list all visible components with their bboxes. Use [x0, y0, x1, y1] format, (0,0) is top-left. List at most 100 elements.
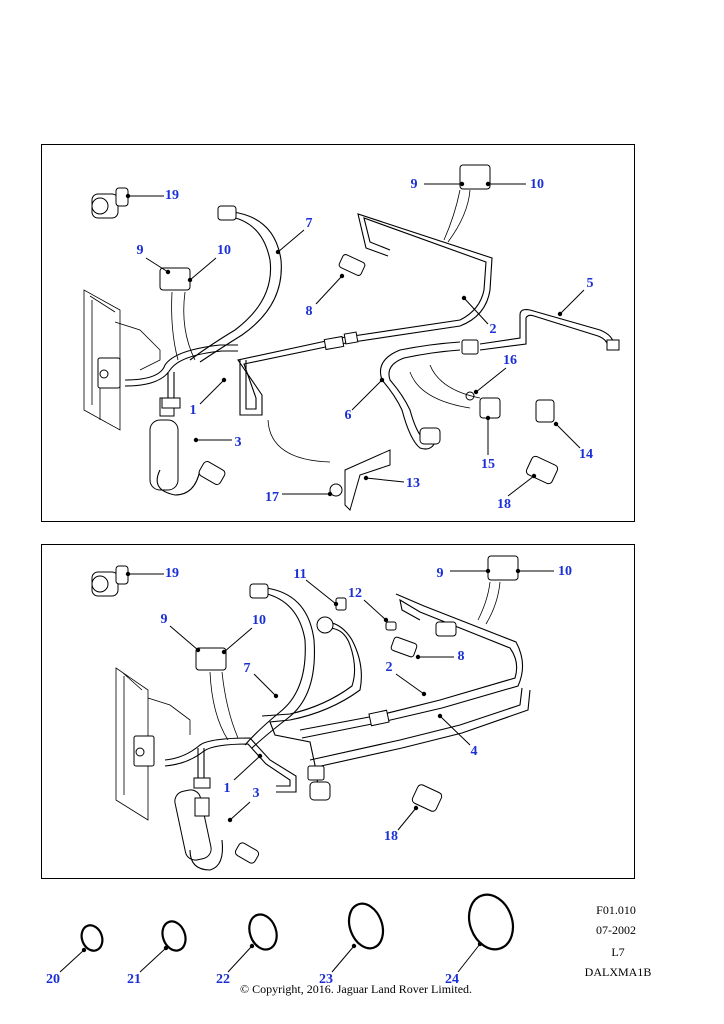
callout-number-2[interactable]: 2: [490, 322, 497, 337]
callout-leaders: [59, 181, 585, 973]
callout-anchor-dot: [485, 415, 491, 421]
callout-anchor-dot: [473, 389, 479, 395]
callout-anchor-dot: [437, 713, 443, 719]
callout-number-20[interactable]: 20: [46, 972, 60, 987]
callout-anchor-dot: [413, 805, 419, 811]
callout-number-8[interactable]: 8: [458, 649, 465, 664]
diagram-model: L7: [611, 945, 624, 959]
callout-leader-line: [169, 625, 199, 651]
callout-anchor-dot: [227, 817, 233, 823]
callout-leader-line: [559, 289, 585, 315]
callout-anchor-dot: [195, 647, 201, 653]
callout-number-23[interactable]: 23: [319, 972, 333, 987]
callout-leader-line: [59, 949, 85, 973]
callout-number-9[interactable]: 9: [437, 566, 444, 581]
callout-leader-line: [439, 715, 471, 746]
callout-anchor-dot: [163, 945, 169, 951]
callout-leader-line: [145, 257, 169, 273]
callout-number-21[interactable]: 21: [127, 972, 141, 987]
callout-number-10[interactable]: 10: [558, 564, 572, 579]
callout-number-9[interactable]: 9: [137, 243, 144, 258]
callout-leader-line: [229, 801, 251, 821]
callout-leader-line: [363, 599, 387, 621]
callout-anchor-dot: [515, 568, 521, 574]
callout-anchor-dot: [327, 491, 333, 497]
callout-number-10[interactable]: 10: [530, 177, 544, 192]
callout-number-13[interactable]: 13: [406, 476, 420, 491]
callout-anchor-dot: [415, 654, 421, 660]
callout-leader-line: [365, 477, 405, 483]
callout-anchor-dot: [379, 377, 385, 383]
callout-anchor-dot: [275, 249, 281, 255]
callout-leader-line: [199, 379, 225, 405]
callout-number-19[interactable]: 19: [165, 188, 179, 203]
callout-number-22[interactable]: 22: [216, 972, 230, 987]
callout-number-10[interactable]: 10: [217, 243, 231, 258]
callout-anchor-dot: [273, 693, 279, 699]
callout-number-7[interactable]: 7: [306, 216, 313, 231]
callout-anchor-dot: [485, 181, 491, 187]
callout-leader-line: [457, 943, 481, 973]
callout-number-17[interactable]: 17: [265, 490, 279, 505]
callout-number-1[interactable]: 1: [224, 781, 231, 796]
callout-number-3[interactable]: 3: [253, 786, 260, 801]
callout-number-1[interactable]: 1: [190, 403, 197, 418]
callout-number-4[interactable]: 4: [471, 744, 478, 759]
callout-number-15[interactable]: 15: [481, 457, 495, 472]
bottom-panel-drawing: [91, 555, 531, 871]
callout-number-2[interactable]: 2: [386, 660, 393, 675]
callout-number-14[interactable]: 14: [579, 447, 593, 462]
top-panel-drawing: [83, 164, 620, 511]
callout-leader-line: [189, 257, 217, 281]
callout-number-9[interactable]: 9: [411, 177, 418, 192]
callout-anchor-dot: [461, 295, 467, 301]
callout-anchor-dot: [459, 181, 465, 187]
callout-number-24[interactable]: 24: [445, 972, 459, 987]
callout-leader-line: [331, 945, 355, 973]
callout-number-16[interactable]: 16: [503, 353, 517, 368]
callout-number-8[interactable]: 8: [306, 304, 313, 319]
diagram-ref: DALXMA1B: [585, 965, 652, 979]
callout-anchor-dot: [221, 649, 227, 655]
callout-leader-line: [227, 945, 253, 973]
callout-leader-line: [397, 807, 417, 831]
callout-anchor-dot: [553, 421, 559, 427]
callout-leader-line: [315, 275, 343, 305]
callout-leader-line: [139, 947, 167, 973]
callout-number-18[interactable]: 18: [384, 829, 398, 844]
callout-leader-line: [507, 475, 535, 497]
callout-number-11[interactable]: 11: [293, 567, 306, 582]
callout-anchor-dot: [193, 437, 199, 443]
callout-number-3[interactable]: 3: [235, 435, 242, 450]
callout-anchor-dot: [351, 943, 357, 949]
callout-number-6[interactable]: 6: [345, 408, 352, 423]
callout-number-9[interactable]: 9: [161, 612, 168, 627]
callout-anchor-dot: [485, 568, 491, 574]
callout-number-7[interactable]: 7: [244, 661, 251, 676]
callout-leader-line: [463, 297, 489, 325]
callout-anchor-dot: [221, 377, 227, 383]
callout-leader-line: [253, 673, 277, 697]
callout-leader-line: [475, 367, 507, 393]
callout-anchor-dot: [187, 277, 193, 283]
callout-anchor-dot: [421, 691, 427, 697]
callout-number-10[interactable]: 10: [252, 613, 266, 628]
callout-anchor-dot: [557, 311, 563, 317]
callout-leader-line: [233, 755, 261, 781]
callout-number-12[interactable]: 12: [348, 586, 362, 601]
callout-number-19[interactable]: 19: [165, 566, 179, 581]
copyright-text: © Copyright, 2016. Jaguar Land Rover Lim…: [240, 982, 472, 996]
callout-number-5[interactable]: 5: [587, 276, 594, 291]
diagram-code: F01.010: [596, 903, 636, 917]
diagram-date: 07-2002: [596, 923, 636, 937]
callout-leader-line: [395, 673, 425, 695]
callout-leader-line: [305, 579, 337, 605]
callout-anchor-dot: [363, 475, 369, 481]
callout-anchor-dot: [125, 193, 131, 199]
callout-number-18[interactable]: 18: [497, 497, 511, 512]
callout-anchor-dot: [125, 571, 131, 577]
callout-anchor-dot: [165, 269, 171, 275]
callout-anchor-dot: [339, 273, 345, 279]
